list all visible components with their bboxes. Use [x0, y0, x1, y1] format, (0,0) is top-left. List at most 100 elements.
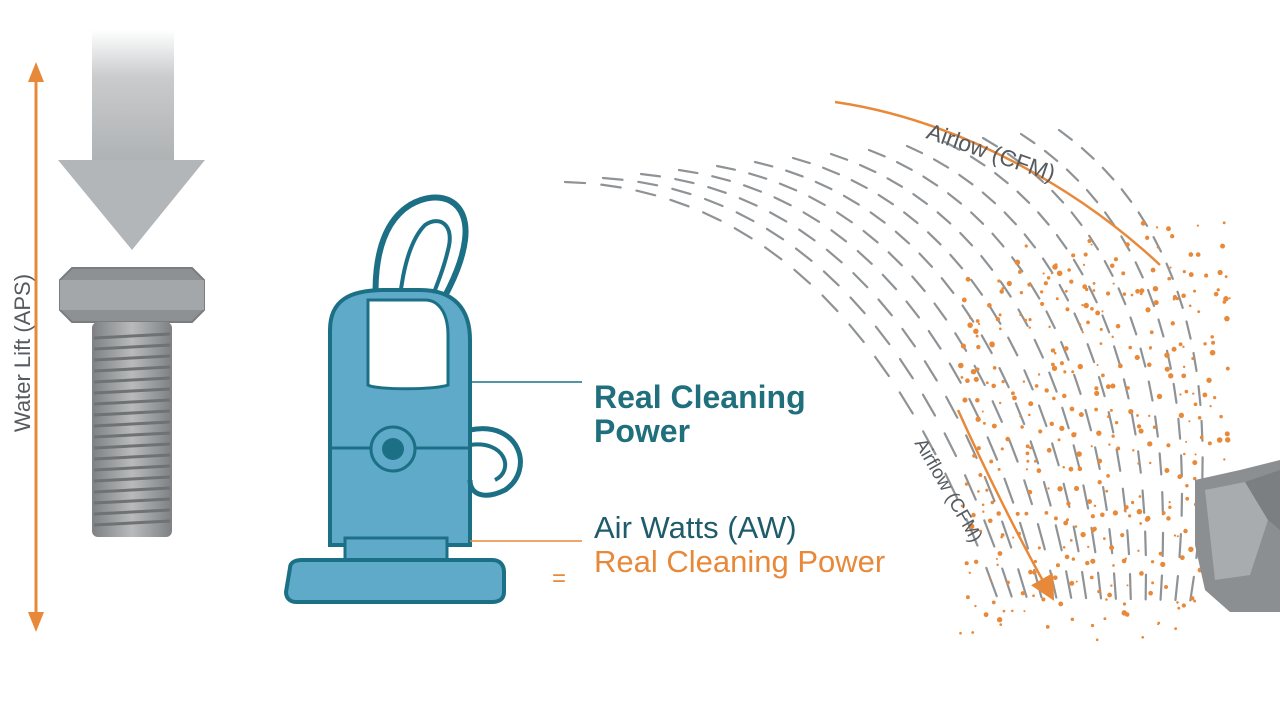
dust-particle	[1059, 425, 1065, 431]
dust-particle	[1193, 599, 1197, 603]
dust-particle	[1099, 327, 1103, 331]
dust-particle	[1000, 447, 1004, 451]
airflow-dash	[895, 161, 913, 171]
dust-particle	[995, 317, 1001, 322]
dust-particle	[1225, 366, 1230, 371]
dust-particle	[1138, 428, 1144, 434]
dust-particle	[1178, 412, 1185, 419]
dust-particle	[1121, 558, 1127, 564]
dust-particle	[968, 571, 971, 574]
airflow-dash	[791, 156, 811, 165]
dust-particle	[1182, 270, 1186, 274]
dust-particle	[988, 577, 992, 581]
airflow-dash	[869, 211, 886, 224]
dust-particle	[1149, 346, 1153, 350]
dust-particle	[1176, 601, 1179, 604]
dust-particle	[1152, 285, 1159, 292]
dust-particle	[1015, 511, 1020, 516]
dust-particle	[1014, 259, 1021, 266]
dust-particle	[960, 375, 964, 379]
dust-particle	[1058, 601, 1064, 607]
vertical-axis-label: Water Lift (APS)	[10, 273, 35, 433]
dust-particle	[1020, 425, 1024, 429]
dust-particle	[1121, 610, 1127, 616]
airflow-dash	[958, 173, 974, 186]
airflow-dash	[1029, 282, 1041, 300]
airflow-dash	[1060, 340, 1070, 361]
airflow-dash	[1081, 570, 1088, 600]
dust-particle	[1223, 296, 1229, 302]
dust-particle	[1224, 431, 1230, 437]
airflow-dash	[793, 268, 812, 285]
dust-particle	[1101, 373, 1105, 378]
airflow-dash	[858, 163, 877, 174]
dust-particle	[998, 401, 1002, 405]
airflow-dash	[1172, 382, 1178, 404]
dust-particle	[1062, 545, 1066, 549]
dust-particle	[1188, 272, 1194, 278]
airflow-dash	[1006, 152, 1022, 165]
dust-particle	[1114, 420, 1119, 425]
dust-particle	[1016, 531, 1021, 536]
airflow-dash	[943, 140, 961, 151]
airflow-dash	[1128, 572, 1132, 601]
dust-particle	[1069, 538, 1073, 542]
dust-particle	[1117, 363, 1123, 369]
dust-particle	[1112, 282, 1115, 285]
airflow-dash	[769, 211, 788, 223]
dust-particle	[1160, 561, 1166, 568]
dust-particle	[973, 559, 979, 565]
dust-particle	[1148, 414, 1151, 418]
dust-particle	[1105, 489, 1109, 493]
dust-particle	[1184, 389, 1189, 394]
dust-particle	[1145, 235, 1150, 240]
dust-particle	[1063, 346, 1069, 351]
airflow-dash	[748, 172, 768, 180]
airflow-dash	[887, 251, 903, 267]
dust-particle	[1078, 412, 1084, 418]
airflow-dash	[965, 434, 978, 459]
airflow-dash	[742, 184, 763, 193]
dust-particle	[989, 341, 995, 347]
airflow-dash	[1029, 440, 1040, 465]
airflow-dash	[1147, 380, 1154, 402]
dust-particle	[997, 551, 1003, 556]
dust-particle	[1164, 468, 1170, 474]
dust-particle	[1057, 486, 1063, 492]
dust-particle	[1095, 638, 1099, 642]
dust-particle	[1097, 480, 1102, 485]
dust-particle	[1087, 499, 1092, 505]
airflow-dash	[1054, 524, 1063, 552]
dust-particle	[970, 368, 977, 375]
dust-particle	[1052, 575, 1058, 580]
dust-particle	[971, 512, 976, 518]
dust-particle	[1037, 373, 1041, 376]
airflow-dash	[1080, 146, 1095, 160]
dust-particle	[1090, 558, 1096, 564]
dust-particle	[1091, 528, 1096, 533]
dust-particle	[981, 503, 985, 507]
airflow-dash	[703, 197, 724, 208]
airflow-dash	[881, 273, 898, 291]
dust-particle	[1100, 512, 1105, 518]
dust-particle	[1096, 364, 1099, 367]
airflow-dash	[814, 180, 833, 191]
airflow-dash	[1019, 132, 1036, 145]
dust-particle	[1065, 307, 1070, 312]
dust-particle	[1019, 313, 1022, 317]
dust-particle	[1087, 545, 1090, 549]
airflow-dash	[1023, 369, 1034, 391]
dust-particle	[1048, 325, 1051, 329]
airflow-dash	[912, 193, 929, 205]
dust-particle	[1111, 335, 1114, 339]
dust-particle	[1049, 421, 1055, 427]
dust-particle	[1164, 366, 1170, 372]
airflow-dash	[1016, 190, 1031, 204]
airflow-dash	[927, 329, 942, 350]
dust-particle	[1052, 587, 1055, 591]
dust-particle	[1217, 269, 1223, 276]
airflow-dash	[1189, 575, 1195, 602]
dust-particle	[1067, 268, 1071, 272]
airflow-dash	[940, 277, 955, 294]
dust-particle	[1145, 307, 1151, 313]
